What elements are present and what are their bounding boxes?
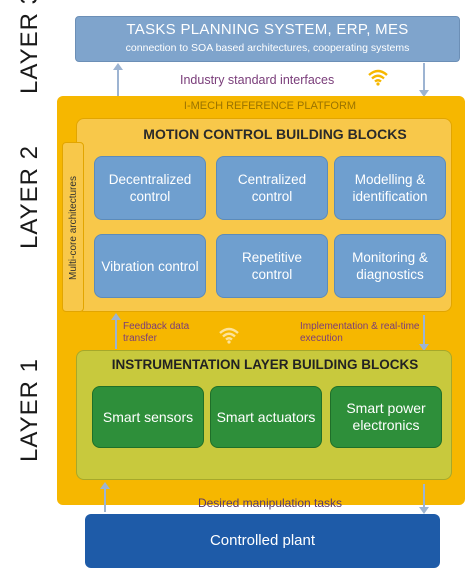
decentralized-control-block: Decentralized control bbox=[94, 156, 206, 220]
arrow-down-icon bbox=[419, 484, 429, 514]
monitoring-diagnostics-block: Monitoring & diagnostics bbox=[334, 234, 446, 298]
wifi-icon bbox=[219, 327, 239, 344]
arrow-down-icon bbox=[419, 63, 429, 97]
instrumentation-title: INSTRUMENTATION LAYER BUILDING BLOCKS bbox=[111, 357, 419, 372]
motion-control-title: MOTION CONTROL BUILDING BLOCKS bbox=[143, 126, 407, 142]
platform-label: I-MECH REFERENCE PLATFORM bbox=[183, 100, 357, 112]
multicore-box: Multi-core architectures bbox=[62, 142, 84, 312]
controlled-plant-box bbox=[85, 514, 440, 568]
arrow-up-icon bbox=[113, 63, 123, 97]
multicore-label: Multi-core architectures bbox=[68, 176, 79, 280]
modelling-identification-block: Modelling & identification bbox=[334, 156, 446, 220]
smart-actuators-block: Smart actuators bbox=[210, 386, 322, 448]
vibration-control-block: Vibration control bbox=[94, 234, 206, 298]
arrow-up-icon bbox=[111, 313, 121, 349]
repetitive-control-block: Repetitive control bbox=[216, 234, 328, 298]
layer-1-label: LAYER 1 bbox=[16, 358, 43, 462]
smart-power-electronics-block: Smart power electronics bbox=[330, 386, 442, 448]
centralized-control-block: Centralized control bbox=[216, 156, 328, 220]
arrow-down-icon bbox=[419, 315, 429, 351]
layer-2-label: LAYER 2 bbox=[16, 145, 43, 249]
industry-interfaces-label: Industry standard interfaces bbox=[180, 73, 335, 87]
tasks-title: TASKS PLANNING SYSTEM, ERP, MES bbox=[126, 21, 409, 38]
feedback-label: Feedback data transfer bbox=[123, 321, 190, 344]
controlled-plant-label: Controlled plant bbox=[209, 532, 316, 549]
arrow-up-icon bbox=[100, 482, 110, 512]
desired-tasks-label: Desired manipulation tasks bbox=[197, 496, 343, 510]
smart-sensors-block: Smart sensors bbox=[92, 386, 204, 448]
implementation-label: Implementation & real-time execution bbox=[300, 321, 420, 344]
tasks-planning-box: TASKS PLANNING SYSTEM, ERP, MES connecti… bbox=[75, 16, 460, 62]
wifi-icon bbox=[368, 69, 388, 86]
tasks-subtitle: connection to SOA based architectures, c… bbox=[125, 42, 410, 54]
